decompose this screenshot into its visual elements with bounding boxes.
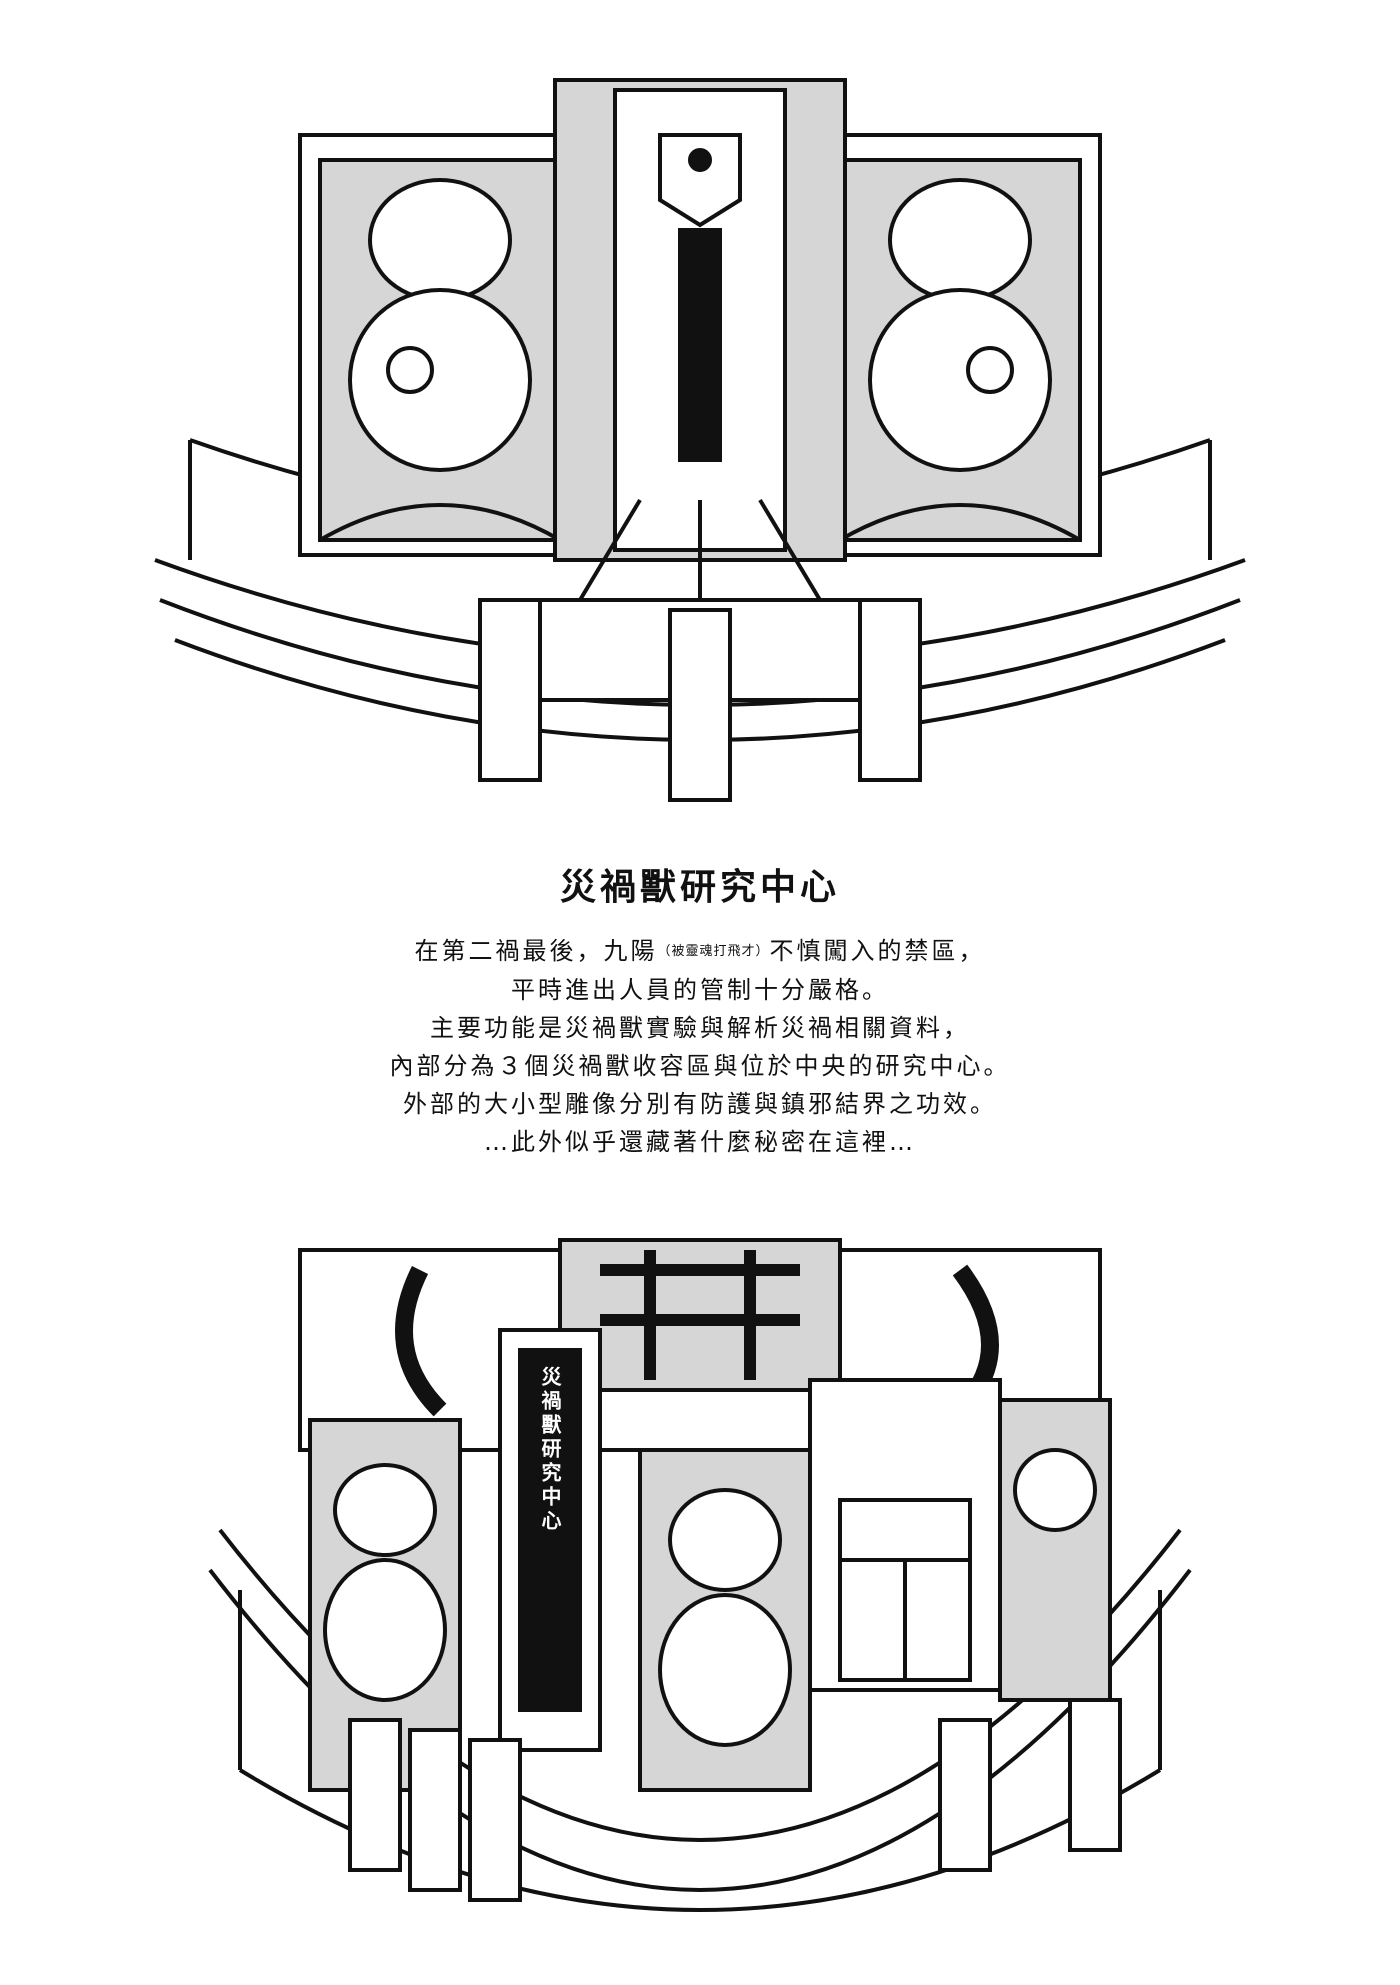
description-line-3: 主要功能是災禍獸實驗與解析災禍相關資料，	[430, 1014, 970, 1042]
facility-front-illustration	[0, 0, 1400, 850]
description-line-5: 外部的大小型雕像分別有防護與鎮邪結界之功效。	[403, 1090, 997, 1118]
sign-pillar	[498, 1328, 602, 1752]
page-title: 災禍獸研究中心	[559, 867, 840, 908]
research-building	[808, 1378, 1002, 1692]
left-guardian-statue	[298, 133, 582, 557]
description-line-2: 平時進出人員的管制十分嚴格。	[511, 976, 889, 1004]
central-pillar	[553, 78, 847, 562]
description-line-4: 內部分為３個災禍獸收容區與位於中央的研究中心。	[389, 1052, 1011, 1080]
description-line-1: 在第二禍最後，九陽（被靈魂打飛才）不慎闖入的禁區，	[414, 937, 986, 965]
right-guardian-statue	[818, 133, 1102, 557]
description-block: 災禍獸研究中心 在第二禍最後，九陽（被靈魂打飛才）不慎闖入的禁區， 平時進出人員…	[0, 858, 1400, 1161]
description-line-6: …此外似乎還藏著什麼秘密在這裡…	[484, 1128, 916, 1156]
pillar-sign-text: 災禍獸研究中心	[538, 1366, 562, 1534]
facility-overhead-illustration: 災禍獸研究中心	[0, 1150, 1400, 1985]
right-statue	[998, 1398, 1112, 1702]
description-note: （被靈魂打飛才）	[657, 944, 770, 959]
